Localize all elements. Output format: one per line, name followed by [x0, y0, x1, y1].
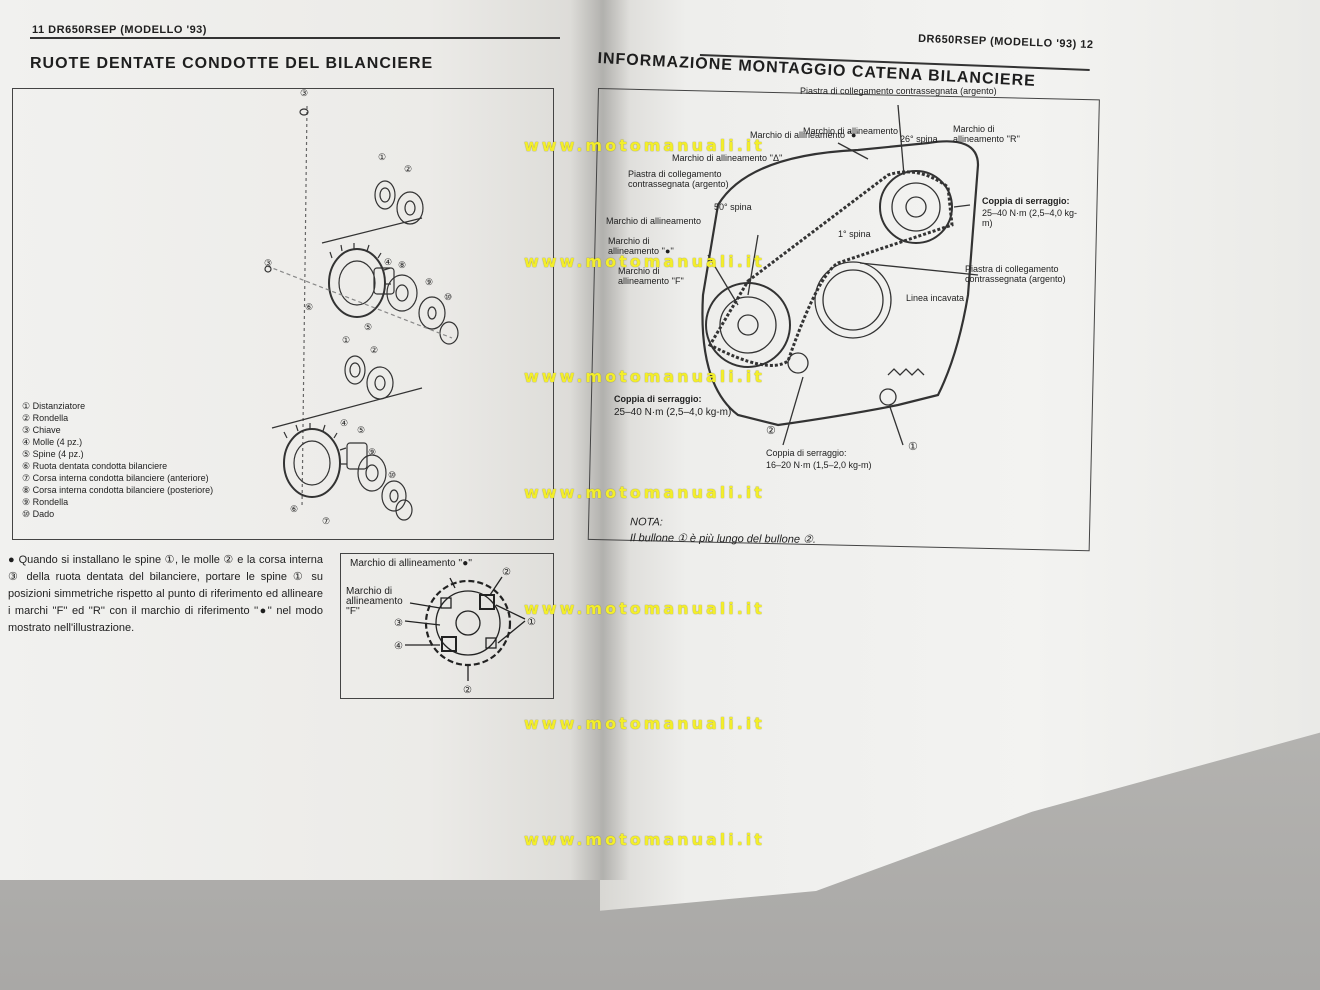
label-torque-b-value: 25–40 N·m (2,5–4,0 kg-m) — [614, 407, 732, 418]
legend-item: ⑤ Spine (4 pz.) — [22, 449, 84, 459]
label-mark-dot-2: Marchio di allineamento ''●'' — [608, 236, 674, 256]
callout-8: ⑧ — [398, 260, 406, 270]
alignment-inset-figure — [340, 553, 554, 699]
parts-legend: ① Distanziatore ② Rondella ③ Chiave ④ Mo… — [22, 400, 213, 520]
label-torque-a-title: Coppia di serraggio: — [982, 196, 1070, 206]
nota-title: NOTA: — [630, 516, 663, 529]
label-mark-r: Marchio di allineamento ''R'' — [953, 124, 1020, 144]
callout-4-upper: ④ — [384, 257, 392, 267]
callout-9-upper: ⑨ — [425, 277, 433, 287]
legend-item: ⑦ Corsa interna condotta bilanciere (ant… — [22, 473, 209, 483]
callout-9-lower: ⑨ — [368, 447, 376, 457]
legend-item: ⑨ Rondella — [22, 497, 69, 507]
book-gutter — [570, 0, 630, 880]
label-torque-c-value: 16–20 N·m (1,5–2,0 kg-m) — [766, 460, 872, 470]
callout-10-lower: ⑩ — [388, 470, 396, 480]
callout-1-upper: ① — [378, 152, 386, 162]
left-running-head: 11 DR650RSEP (MODELLO '93) — [32, 24, 207, 36]
legend-item: ① Distanziatore — [22, 401, 86, 411]
inset-callout-2-bottom: ② — [463, 685, 472, 696]
watermark-text: www.motomanuali.it — [524, 252, 765, 271]
label-mark-triangle: Marchio di allineamento ''Δ'' — [672, 153, 783, 163]
legend-item: ⑩ Dado — [22, 509, 55, 519]
inset-callout-4: ④ — [394, 641, 403, 652]
left-page-title: RUOTE DENTATE CONDOTTE DEL BILANCIERE — [30, 55, 434, 72]
watermark-text: www.motomanuali.it — [524, 136, 765, 155]
legend-item: ③ Chiave — [22, 425, 61, 435]
watermark-text: www.motomanuali.it — [524, 599, 765, 618]
label-pin-50: 50° spina — [714, 202, 752, 212]
label-pin-1: 1° spina — [838, 229, 871, 239]
left-page — [0, 0, 610, 880]
label-pin-26: 26° spina — [900, 134, 938, 144]
label-plate-top: Piastra di collegamento contrassegnata (… — [800, 86, 997, 96]
right-page — [600, 0, 1320, 911]
label-callout-1: ① — [908, 441, 918, 453]
inset-callout-2-top: ② — [502, 567, 511, 578]
label-plate-mid: Piastra di collegamento contrassegnata (… — [628, 169, 729, 189]
callout-6-upper: ⑥ — [305, 302, 313, 312]
callout-5-upper: ⑤ — [364, 322, 372, 332]
label-align-mark-2: Marchio di allineamento — [606, 216, 702, 226]
legend-item: ⑧ Corsa interna condotta bilanciere (pos… — [22, 485, 214, 495]
nota-text: Il bullone ① è più lungo del bullone ②. — [629, 532, 817, 546]
callout-10-upper: ⑩ — [444, 292, 452, 302]
exploded-diagram: ③ ① ② ③ ④ ⑧ ⑥ ⑤ ⑨ ⑩ ① ② ④ ⑤ ⑨ ⑩ ⑥ ⑦ — [264, 88, 459, 526]
callout-7: ⑦ — [322, 516, 330, 526]
inset-callout-3: ③ — [394, 618, 403, 629]
label-mark-dot-1: Marchio di allineamento ''●'' — [750, 130, 860, 140]
installation-note: ● Quando si installano le spine ①, le mo… — [8, 554, 323, 634]
watermark-text: www.motomanuali.it — [524, 830, 765, 849]
chain-diagram — [701, 104, 980, 446]
label-mark-f: Marchio di allineamento ''F'' — [618, 266, 684, 286]
callout-2-lower: ② — [370, 345, 378, 355]
watermark-text: www.motomanuali.it — [524, 367, 765, 386]
callout-2-upper: ② — [404, 164, 412, 174]
inset-callout-1: ① — [527, 617, 536, 628]
callout-3-top: ③ — [300, 88, 308, 98]
label-line-cut: Linea incavata — [906, 293, 965, 303]
legend-item: ② Rondella — [22, 413, 69, 423]
callout-1-lower: ① — [342, 335, 350, 345]
callout-6-lower: ⑥ — [290, 504, 298, 514]
inset-sprocket-drawing: ② ① ③ ④ ② — [394, 567, 536, 696]
inset-label-f-mark: Marchio di allineamento ''F'' — [346, 586, 403, 617]
inset-label-dot-mark: Marchio di allineamento ''●'' — [350, 558, 473, 569]
exploded-view-figure — [12, 88, 554, 540]
left-header-rule — [30, 37, 560, 39]
callout-5-lower: ⑤ — [357, 425, 365, 435]
label-callout-2: ② — [766, 425, 776, 437]
callout-4-lower: ④ — [340, 418, 348, 428]
label-torque-c-title: Coppia di serraggio: — [766, 448, 847, 458]
legend-item: ⑥ Ruota dentata condotta bilanciere — [22, 461, 168, 471]
watermark-text: www.motomanuali.it — [524, 714, 765, 733]
label-torque-b-title: Coppia di serraggio: — [614, 394, 702, 404]
label-torque-a-value: 25–40 N·m (2,5–4,0 kg-m) — [982, 208, 1078, 228]
label-align-mark-1: Marchio di allineamento — [803, 126, 899, 136]
label-plate-right: Piastra di collegamento contrassegnata (… — [965, 264, 1066, 284]
nota-block: NOTA: Il bullone ① è più lungo del bullo… — [630, 514, 816, 548]
callout-3-mid: ③ — [264, 258, 272, 268]
watermark-text: www.motomanuali.it — [524, 483, 765, 502]
legend-item: ④ Molle (4 pz.) — [22, 437, 83, 447]
